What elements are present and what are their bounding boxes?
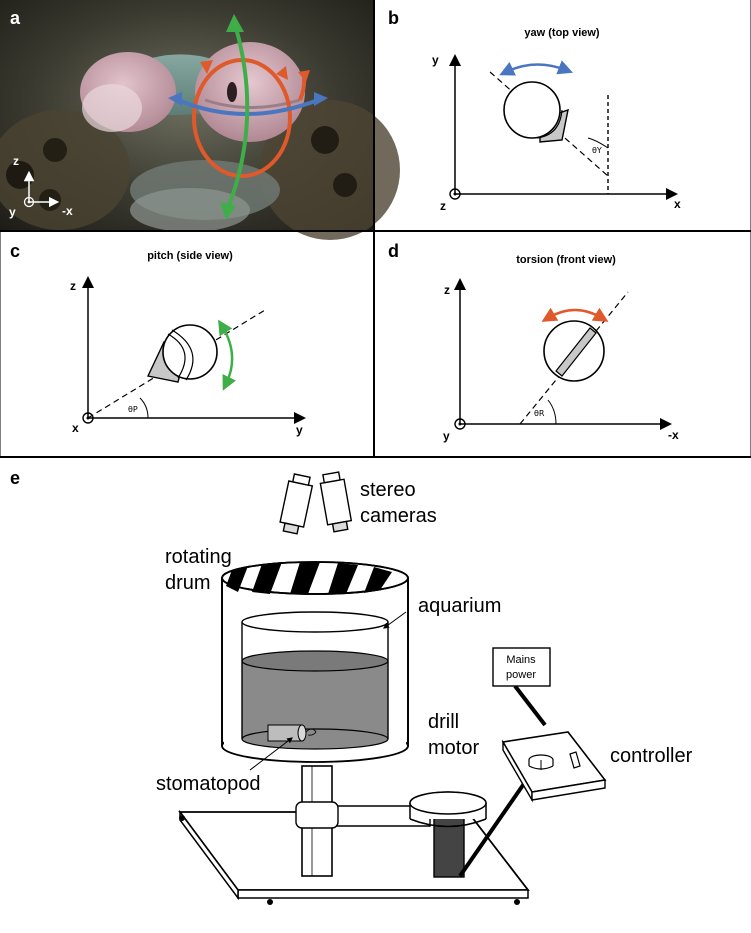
photo-axis-z: z <box>13 154 19 168</box>
drill-label-line2: motor <box>428 737 479 759</box>
photo-axes: z y -x <box>9 154 73 219</box>
panel-d-axis-y: y <box>443 429 450 443</box>
stomatopod-label: stomatopod <box>156 773 261 795</box>
panel-b-axis-y: y <box>432 53 439 67</box>
panel-c-angle: θP <box>128 405 138 414</box>
panel-c-axis-x: x <box>72 421 79 435</box>
mains-label-line2: power <box>506 669 536 681</box>
panel-a: a z y -x <box>0 0 400 240</box>
aquarium-water <box>242 661 388 739</box>
panel-c-axis-y: y <box>296 423 303 437</box>
panel-borders <box>0 0 751 458</box>
yaw-eye <box>503 81 561 139</box>
mains-label-line1: Mains <box>506 654 536 666</box>
panel-letter-d: d <box>388 241 399 261</box>
panel-c: c pitch (side view) z y x θP <box>10 241 306 437</box>
panel-b-axis-x: x <box>674 197 681 211</box>
photo-axis-x: -x <box>62 204 73 218</box>
stereo-cameras-icon <box>279 471 353 535</box>
drill-motor-body <box>433 814 465 878</box>
yaw-arrow <box>499 60 573 76</box>
photo-axis-y: y <box>9 205 16 219</box>
panel-letter-a: a <box>10 8 21 28</box>
stereo-label-line2: cameras <box>360 505 437 527</box>
drum-label-line1: rotating <box>165 546 232 568</box>
stomatopod-tube <box>267 724 303 742</box>
panel-b-title: yaw (top view) <box>524 27 600 39</box>
panel-d-title: torsion (front view) <box>516 254 616 266</box>
panel-b-axis-z: z <box>440 199 446 213</box>
pitch-eye <box>162 324 218 380</box>
panel-letter-e: e <box>10 468 20 488</box>
panel-c-axis-z: z <box>70 279 76 293</box>
controller-label: controller <box>610 745 693 767</box>
panel-d-axis-x: -x <box>668 428 679 442</box>
panel-e: e stereo cameras <box>10 468 693 905</box>
panel-b: b yaw (top view) y x z θY <box>388 8 681 213</box>
torsion-arrow <box>541 307 609 322</box>
pitch-arrow-photo <box>226 27 250 209</box>
controller-switch-icon <box>569 751 581 769</box>
stereo-label-line1: stereo <box>360 479 416 501</box>
power-cable <box>458 773 532 878</box>
controller-box <box>501 731 607 803</box>
drill-pulley <box>409 791 487 815</box>
aquarium-label: aquarium <box>418 595 501 617</box>
drill-label-line1: drill <box>428 711 459 733</box>
panel-d-axis-z: z <box>444 283 450 297</box>
panel-b-angle: θY <box>592 146 602 155</box>
drum-label-line2: drum <box>165 572 211 594</box>
mains-power-box <box>492 647 551 687</box>
panel-d-angle: θR <box>534 409 545 418</box>
panel-d: d torsion (front view) z -x y θR <box>388 241 679 443</box>
aquarium <box>241 611 389 750</box>
pitch-arrow <box>218 319 237 391</box>
panel-letter-c: c <box>10 241 20 261</box>
panel-c-title: pitch (side view) <box>147 250 233 262</box>
panel-letter-b: b <box>388 8 399 28</box>
